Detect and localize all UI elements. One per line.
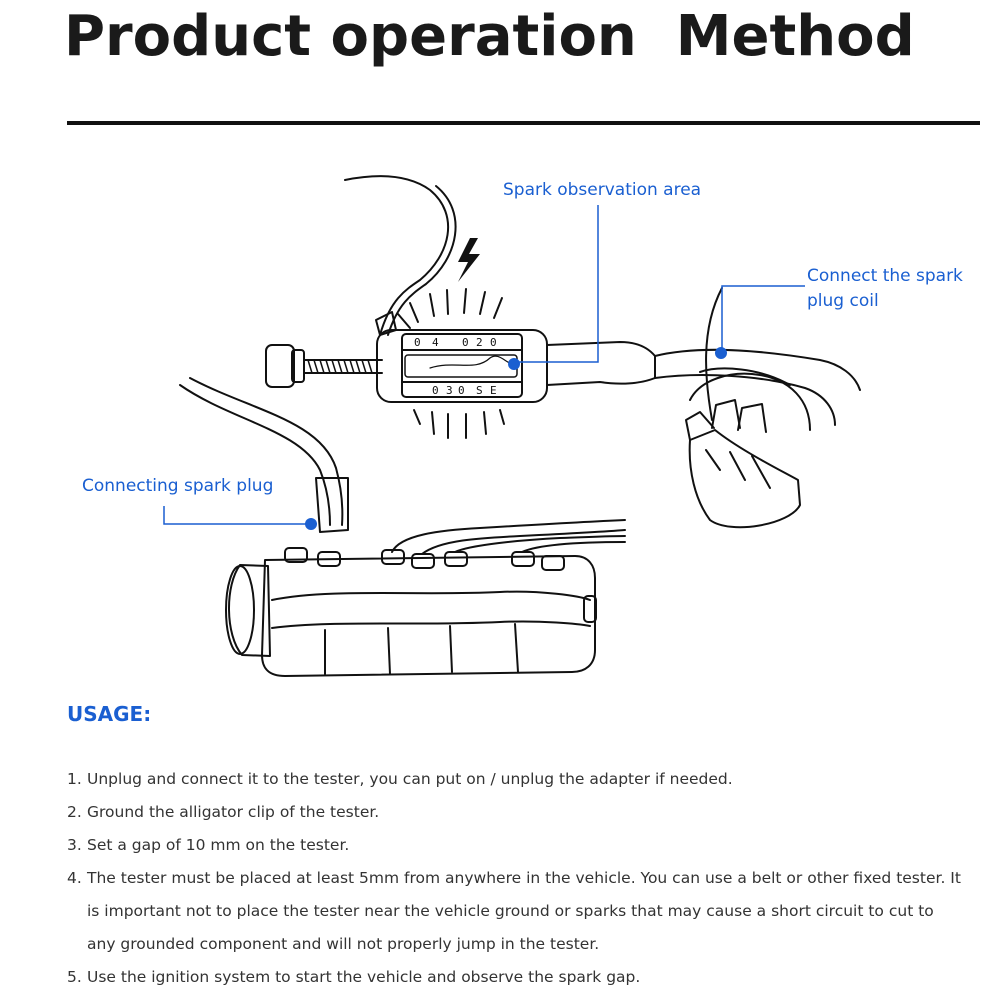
step-text: Ground the alligator clip of the tester.: [87, 803, 380, 821]
usage-steps: 1. Unplug and connect it to the tester, …: [67, 763, 967, 994]
scale-top-2: 0: [462, 336, 469, 349]
scale-bottom-3: S: [476, 384, 483, 397]
scale-top-4: 0: [490, 336, 497, 349]
step-number: 5.: [67, 968, 82, 986]
step-text: Set a gap of 10 mm on the tester.: [87, 836, 350, 854]
usage-step-4: 4. The tester must be placed at least 5m…: [67, 862, 967, 961]
marker-plug: [305, 518, 317, 530]
callout-connect-coil: Connect the spark plug coil: [807, 264, 977, 314]
marker-coil: [715, 347, 727, 359]
title-divider: [67, 121, 980, 125]
usage-step-3: 3. Set a gap of 10 mm on the tester.: [67, 829, 967, 862]
scale-top-3: 2: [476, 336, 483, 349]
callout-connecting-plug: Connecting spark plug: [82, 476, 274, 496]
usage-step-5: 5. Use the ignition system to start the …: [67, 961, 967, 994]
scale-bottom-1: 3: [446, 384, 453, 397]
adjust-knob: [265, 344, 295, 388]
leader-coil: [721, 285, 805, 352]
callout-connect-coil-line2: plug coil: [807, 291, 879, 311]
lightning-icon: [458, 238, 480, 282]
callout-connect-coil-line1: Connect the spark: [807, 266, 963, 286]
coil-pack: [688, 429, 801, 529]
scale-top-1: 4: [432, 336, 439, 349]
spark-rays: [397, 288, 505, 439]
leader-plug: [163, 506, 310, 525]
spark-tester-illustration: 0 4 0 2 0 0 3 0 S E: [163, 175, 861, 677]
step-text: Unplug and connect it to the tester, you…: [87, 770, 733, 788]
step-text: The tester must be placed at least 5mm f…: [87, 869, 961, 953]
usage-step-2: 2. Ground the alligator clip of the test…: [67, 796, 967, 829]
scale-bottom-4: E: [490, 384, 497, 397]
scale-top-0: 0: [414, 336, 421, 349]
step-number: 1.: [67, 770, 82, 788]
step-number: 3.: [67, 836, 82, 854]
callout-spark-observation: Spark observation area: [503, 180, 702, 200]
step-number: 4.: [67, 869, 82, 887]
usage-heading: USAGE:: [67, 702, 152, 726]
engine-block: [261, 555, 596, 677]
step-text: Use the ignition system to start the veh…: [87, 968, 641, 986]
marker-spark-observation: [508, 358, 520, 370]
usage-step-1: 1. Unplug and connect it to the tester, …: [67, 763, 967, 796]
leader-spark-observation: [514, 205, 599, 363]
scale-bottom-2: 0: [458, 384, 465, 397]
upper-cable: [344, 175, 449, 336]
step-number: 2.: [67, 803, 82, 821]
page-title: Product operation Method: [64, 4, 915, 69]
scale-bottom-0: 0: [432, 384, 439, 397]
threaded-rod: [303, 359, 383, 374]
